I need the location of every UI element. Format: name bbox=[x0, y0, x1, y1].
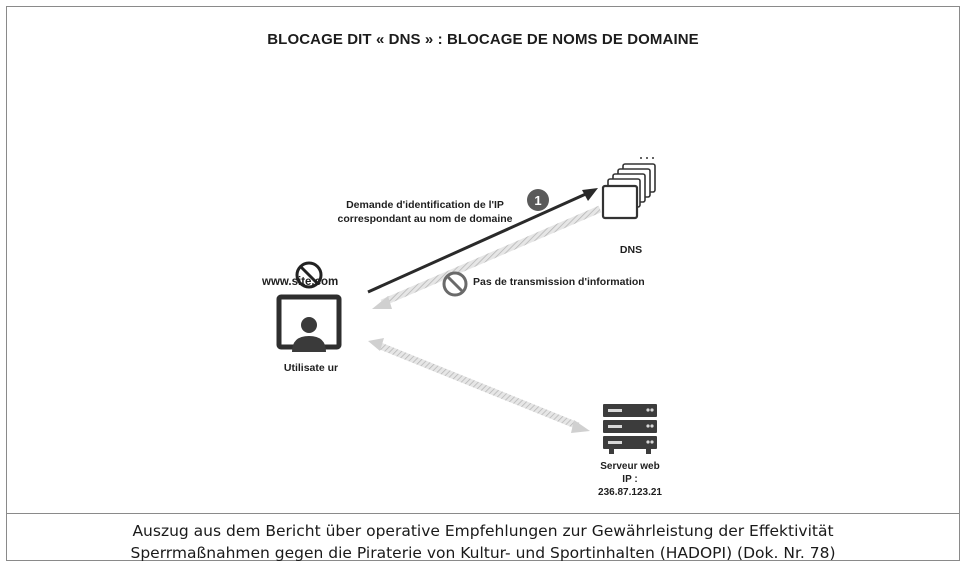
web-server-arrow bbox=[368, 338, 590, 433]
caption-divider bbox=[6, 513, 960, 514]
forbidden-icon bbox=[442, 271, 468, 297]
figure-frame bbox=[6, 6, 960, 561]
dns-label: DNS bbox=[619, 244, 643, 256]
diagram-title: BLOCAGE DIT « DNS » : BLOCAGE DE NOMS DE… bbox=[267, 31, 699, 48]
user-label: Utilisate ur bbox=[283, 362, 339, 374]
request-label: Demande d'identification de l'IP corresp… bbox=[337, 199, 513, 225]
blocked-site-icon bbox=[295, 261, 323, 289]
web-server-icon bbox=[603, 404, 657, 454]
step-number: 1 bbox=[534, 193, 541, 208]
web-server-label: Serveur web IP : 236.87.123.21 bbox=[598, 461, 662, 498]
step-badge: 1 bbox=[527, 189, 549, 211]
figure-caption: Auszug aus dem Bericht über operative Em… bbox=[130, 522, 836, 562]
no-transmission-label: Pas de transmission d'information bbox=[473, 276, 645, 288]
request-arrow bbox=[367, 188, 598, 294]
blocked-response-arrow bbox=[372, 205, 602, 309]
site-url-label: www.site.com bbox=[262, 276, 339, 288]
user-icon bbox=[276, 294, 342, 352]
dns-server-icon bbox=[601, 157, 656, 220]
